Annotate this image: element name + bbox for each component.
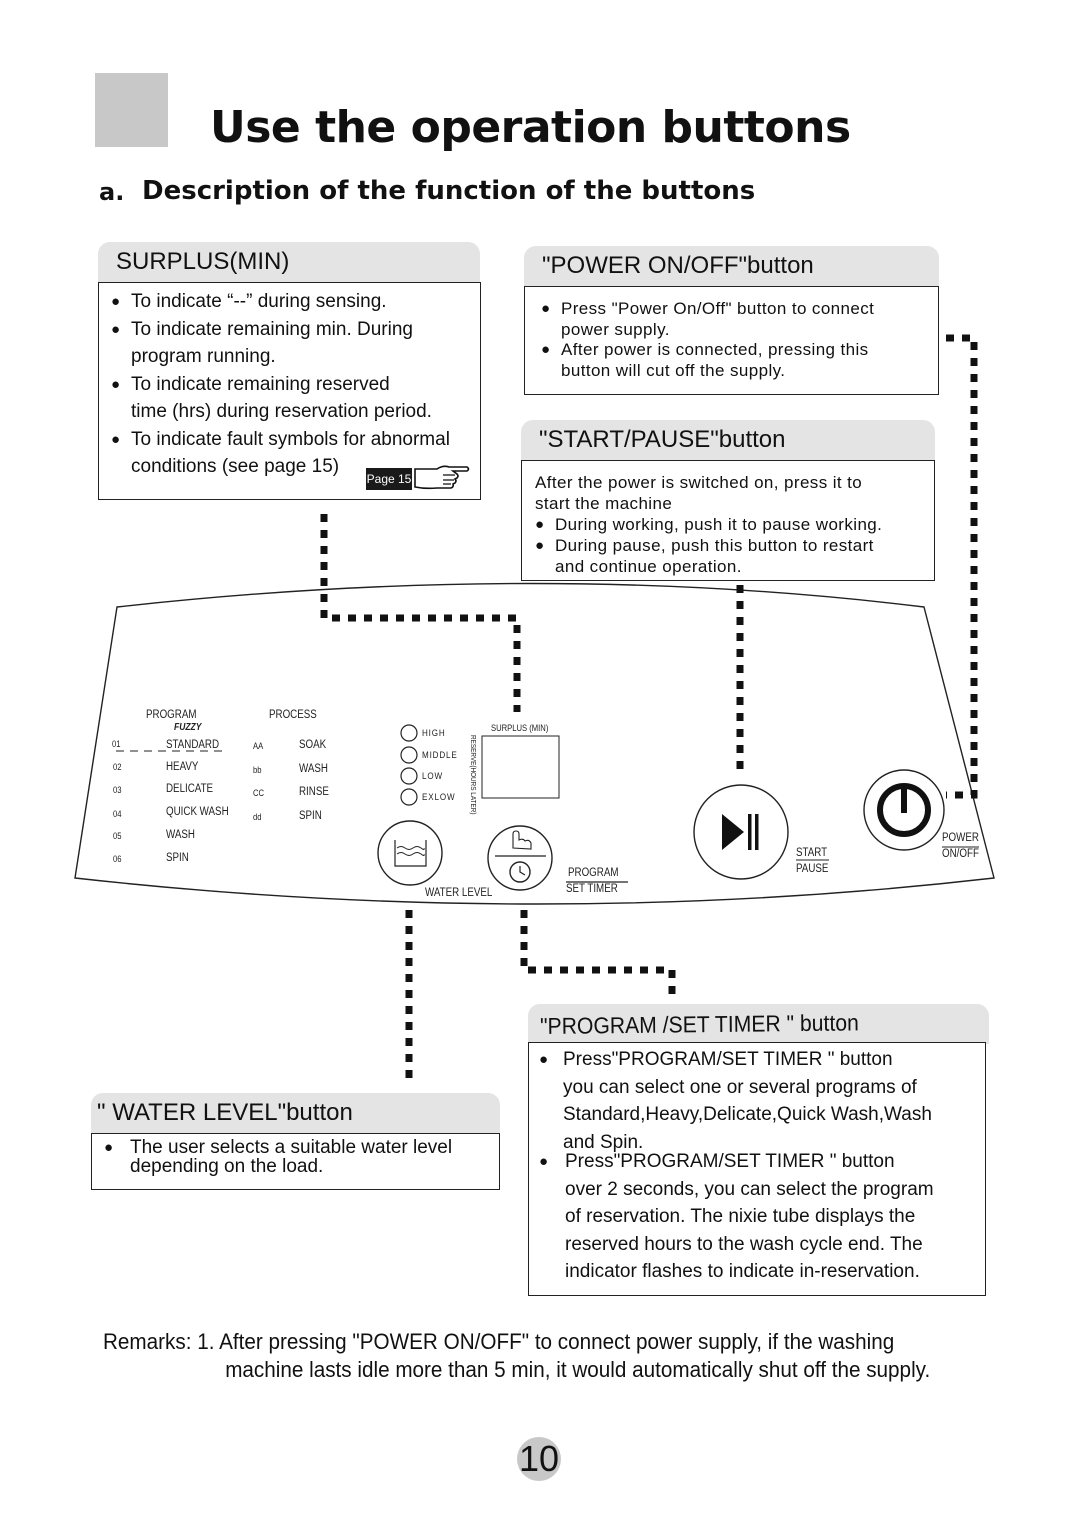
power-tab: "POWER ON/OFF"button [524, 246, 939, 286]
program-item-2: ● Press"PROGRAM/SET TIMER " button over … [539, 1151, 934, 1282]
panel-process-header: PROCESS [269, 709, 317, 721]
program-name-5: WASH [166, 829, 195, 841]
start-tab: "START/PAUSE"button [521, 420, 935, 460]
program-code-6: 06 [113, 854, 122, 864]
connector-program [520, 910, 676, 1000]
onoff-label: ON/OFF [942, 848, 979, 860]
remarks: Remarks: 1. After pressing "POWER ON/OFF… [103, 1328, 930, 1384]
surplus-item-2: ● To indicate remaining min. During prog… [111, 319, 413, 367]
level-middle: MIDDLE [422, 750, 458, 761]
program-code-3: 03 [113, 785, 122, 795]
start-title: "START/PAUSE"button [539, 426, 786, 453]
program-set-timer-button [487, 825, 553, 891]
power-box: ● Press "Power On/Off" button to connect… [524, 286, 939, 395]
program-box: ● Press"PROGRAM/SET TIMER " button you c… [528, 1042, 986, 1296]
surplus-panel-label: SURPLUS (MIN) [491, 723, 549, 733]
program-name-6: SPIN [166, 852, 189, 864]
water-tab: " WATER LEVEL"button [91, 1093, 500, 1133]
program-name-3: DELICATE [166, 783, 214, 795]
connector-surplus [320, 514, 521, 712]
surplus-box: ● To indicate “--” during sensing. ● To … [98, 282, 481, 500]
start-label: START [796, 847, 828, 859]
program-code-1: 01 [112, 739, 121, 749]
program-item-1: ● Press"PROGRAM/SET TIMER " button you c… [539, 1049, 932, 1153]
water-level-button [377, 820, 443, 886]
process-name-1: SOAK [299, 739, 327, 751]
level-exlow: EXLOW [422, 792, 456, 803]
process-code-3: CC [253, 788, 265, 798]
connector-lines [320, 334, 978, 1080]
power-label: POWER [942, 832, 979, 844]
process-code-1: AA [253, 741, 264, 751]
set-timer-label: SET TIMER [566, 883, 618, 895]
water-title: " WATER LEVEL"button [97, 1099, 353, 1126]
program-tab: "PROGRAM /SET TIMER " button [528, 1004, 989, 1044]
power-item-1: ● Press "Power On/Off" button to connect… [541, 299, 875, 339]
program-name-4: QUICK WASH [166, 806, 229, 818]
start-box: After the power is switched on, press it… [521, 460, 935, 581]
panel-program-header: PROGRAM [146, 709, 197, 721]
water-level-leds [400, 724, 418, 806]
program-code-2: 02 [113, 762, 122, 772]
level-high: HIGH [422, 728, 446, 739]
power-button [863, 769, 945, 851]
title-square-decoration [95, 73, 168, 147]
remarks-line-1: Remarks: 1. After pressing "POWER ON/OFF… [103, 1329, 895, 1354]
page-number: 10 [517, 1437, 561, 1481]
program-label: PROGRAM [568, 867, 619, 879]
power-item-2: ● After power is connected, pressing thi… [541, 340, 869, 380]
reserve-label: RESERVE(HOURS LATER) [469, 735, 478, 815]
process-code-4: dd [253, 812, 262, 822]
section-letter: a. [99, 178, 125, 206]
program-name-1: STANDARD [166, 739, 220, 751]
process-name-4: SPIN [299, 810, 322, 822]
start-pause-button [693, 784, 789, 880]
water-level-label: WATER LEVEL [425, 887, 493, 899]
pointing-hand-icon [413, 461, 471, 498]
surplus-item-3: ● To indicate remaining reserved time (h… [111, 374, 432, 422]
program-name-2: HEAVY [166, 761, 199, 773]
process-name-3: RINSE [299, 786, 329, 798]
page-title: Use the operation buttons [210, 102, 851, 153]
process-name-2: WASH [299, 763, 328, 775]
remarks-line-2: machine lasts idle more than 5 min, it w… [225, 1357, 931, 1382]
connector-power [946, 334, 978, 799]
process-code-2: bb [253, 765, 262, 775]
power-title: "POWER ON/OFF"button [542, 252, 814, 279]
surplus-item-1: ● To indicate “--” during sensing. [111, 291, 387, 312]
program-code-4: 04 [113, 809, 122, 819]
page-15-badge: Page 15 [366, 468, 412, 490]
surplus-display [481, 735, 560, 799]
start-item-2: ● During pause, push this button to rest… [535, 536, 874, 576]
start-intro: After the power is switched on, press it… [535, 473, 863, 513]
section-title: Description of the function of the butto… [142, 176, 756, 206]
water-item-1: ● The user selects a suitable water leve… [104, 1137, 453, 1177]
level-low: LOW [422, 771, 443, 782]
control-panel-outline [74, 582, 995, 905]
surplus-item-4: ● To indicate fault symbols for abnormal… [111, 429, 450, 477]
pause-label: PAUSE [796, 863, 829, 875]
panel-fuzzy-logo: FUZZY [174, 722, 202, 733]
water-box: ● The user selects a suitable water leve… [91, 1133, 500, 1190]
surplus-tab: SURPLUS(MIN) [98, 242, 480, 282]
surplus-title: SURPLUS(MIN) [116, 248, 290, 275]
start-item-1: ● During working, push it to pause worki… [535, 515, 883, 534]
program-code-5: 05 [113, 831, 122, 841]
